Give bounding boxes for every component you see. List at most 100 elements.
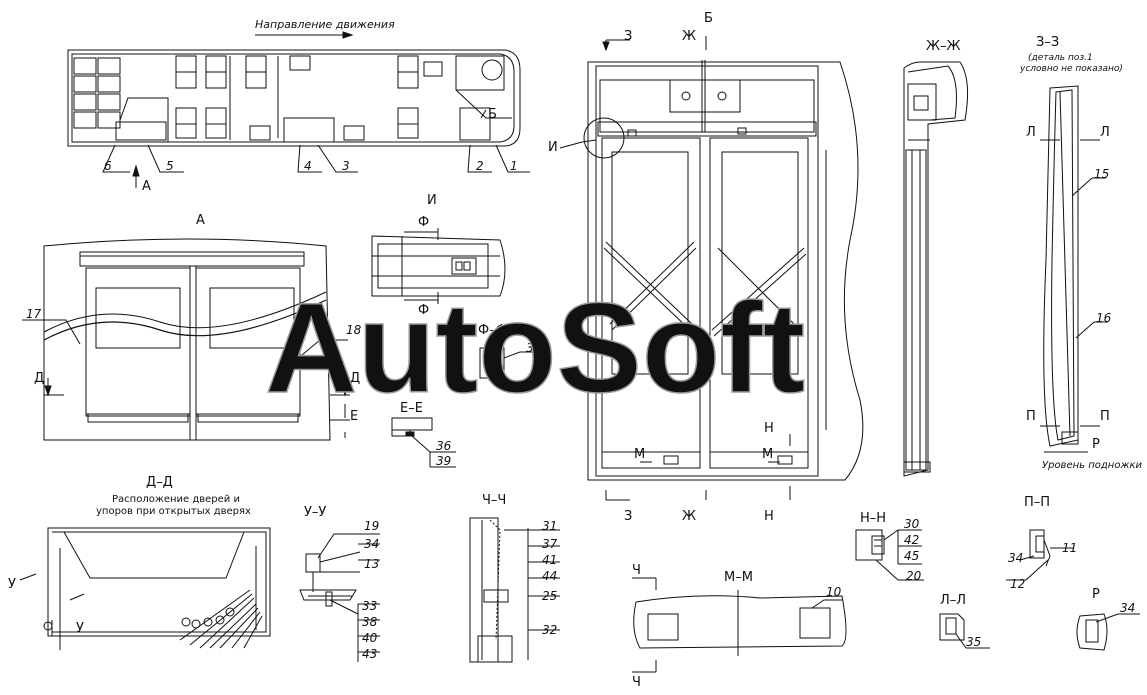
section-zh-zh	[903, 61, 969, 477]
pos-42: 42	[904, 533, 919, 547]
view-b-letter: Б	[488, 107, 497, 122]
pos-34-pp: 34	[1008, 551, 1023, 565]
pos-13: 13	[364, 557, 379, 571]
pos-45: 45	[904, 549, 919, 563]
view-a-title: А	[196, 213, 205, 228]
pos-3: 3	[342, 159, 350, 173]
view-b-title: Б	[704, 11, 713, 26]
pos-37: 37	[542, 537, 558, 551]
main-door-view	[559, 36, 864, 501]
cut-l-left: Л	[1026, 125, 1036, 140]
pos-20: 20	[906, 569, 922, 583]
cut-zh-bottom: Ж	[682, 509, 696, 524]
section-z-z	[1040, 85, 1108, 453]
detail-r-title: Р	[1092, 587, 1100, 602]
pos-40: 40	[362, 631, 378, 645]
section-n-n	[855, 529, 924, 581]
cut-n-bottom: Н	[764, 509, 774, 524]
pos-31: 31	[542, 519, 557, 533]
drawing-labels: Направление движения А А И И Б Б Ж–Ж З–З…	[8, 11, 1142, 690]
cut-z-top: З	[624, 29, 632, 44]
cut-l-right: Л	[1100, 125, 1110, 140]
detail-r	[1076, 613, 1140, 651]
detail-i-title: И	[427, 193, 437, 208]
pos-30: 30	[904, 517, 920, 531]
view-a-door-elevation	[22, 238, 350, 441]
pos-36: 36	[436, 439, 452, 453]
pos-32: 32	[542, 623, 557, 637]
direction-label: Направление движения	[255, 18, 395, 31]
detail-i	[371, 228, 506, 304]
pos-6: 6	[104, 159, 112, 173]
section-m-title: М–М	[724, 570, 753, 585]
pos-12: 12	[1010, 577, 1025, 591]
section-u-u	[299, 533, 380, 662]
pos-25: 25	[542, 589, 557, 603]
section-d-note-2: упоров при открытых дверях	[96, 506, 251, 517]
pos-35: 35	[966, 635, 981, 649]
watermark-text: AutoSoft	[265, 277, 805, 420]
cut-r: Р	[1092, 437, 1100, 452]
section-z-note-2: условно не показано)	[1019, 64, 1123, 74]
bus-plan-view	[67, 31, 530, 188]
section-n-title: Н–Н	[860, 511, 886, 526]
pos-34-ff: 34	[526, 341, 541, 355]
pos-39: 39	[436, 454, 451, 468]
cut-ch-top: Ч	[632, 563, 641, 578]
cut-ch-bottom: Ч	[632, 675, 641, 690]
pos-38: 38	[362, 615, 378, 629]
cut-f-bottom: Ф	[418, 303, 429, 318]
cut-z-bottom: З	[624, 509, 632, 524]
cut-m-right: М	[762, 447, 773, 462]
section-p-p	[1006, 529, 1074, 581]
pos-2: 2	[476, 159, 484, 173]
section-e-title: Е–Е	[400, 401, 423, 416]
cut-e: Е	[350, 409, 358, 424]
cut-m-left: М	[634, 447, 645, 462]
cut-d-right: Д	[350, 371, 360, 386]
cut-n-top: Н	[764, 421, 774, 436]
pos-34-uu: 34	[364, 537, 379, 551]
view-a-arrow-letter: А	[142, 179, 151, 194]
pos-17: 17	[26, 307, 42, 321]
pos-19: 19	[364, 519, 379, 533]
cut-f-top: Ф	[418, 215, 429, 230]
pos-18: 18	[346, 323, 362, 337]
section-z-title: З–З	[1036, 35, 1059, 50]
section-ch-title: Ч–Ч	[482, 493, 506, 508]
section-z-note-1: (деталь поз.1	[1028, 53, 1093, 63]
cut-zh-top: Ж	[682, 29, 696, 44]
section-d-note-1: Расположение дверей и	[112, 494, 240, 505]
pos-5: 5	[166, 159, 174, 173]
section-ch-ch	[469, 517, 560, 663]
cut-p-left: П	[1026, 409, 1036, 424]
section-f-f	[479, 347, 544, 379]
pos-10: 10	[826, 585, 842, 599]
pos-11: 11	[1062, 541, 1077, 555]
pos-41: 41	[542, 553, 557, 567]
pos-4: 4	[304, 159, 312, 173]
section-d-d	[19, 527, 271, 650]
section-m-m	[632, 577, 847, 673]
cut-u-left: У	[8, 577, 16, 592]
section-e-e	[391, 417, 456, 468]
step-level-label: Уровень подножки	[1042, 460, 1142, 471]
section-d-title: Д–Д	[146, 475, 173, 490]
pos-16: 16	[1096, 311, 1112, 325]
section-u-title: У–У	[304, 505, 326, 520]
pos-1: 1	[510, 159, 518, 173]
cut-d-left: Д	[34, 371, 44, 386]
pos-33: 33	[362, 599, 377, 613]
section-f-title: Ф–Ф	[478, 323, 507, 338]
section-p-title: П–П	[1024, 495, 1050, 510]
cut-p-right: П	[1100, 409, 1110, 424]
section-l-l	[939, 613, 990, 649]
pos-43: 43	[362, 647, 377, 661]
section-l-title: Л–Л	[940, 593, 966, 608]
detail-i-callout: И	[548, 140, 558, 155]
pos-44: 44	[542, 569, 557, 583]
cut-u-right: У	[76, 621, 84, 636]
pos-34-r: 34	[1120, 601, 1135, 615]
pos-15: 15	[1094, 167, 1109, 181]
